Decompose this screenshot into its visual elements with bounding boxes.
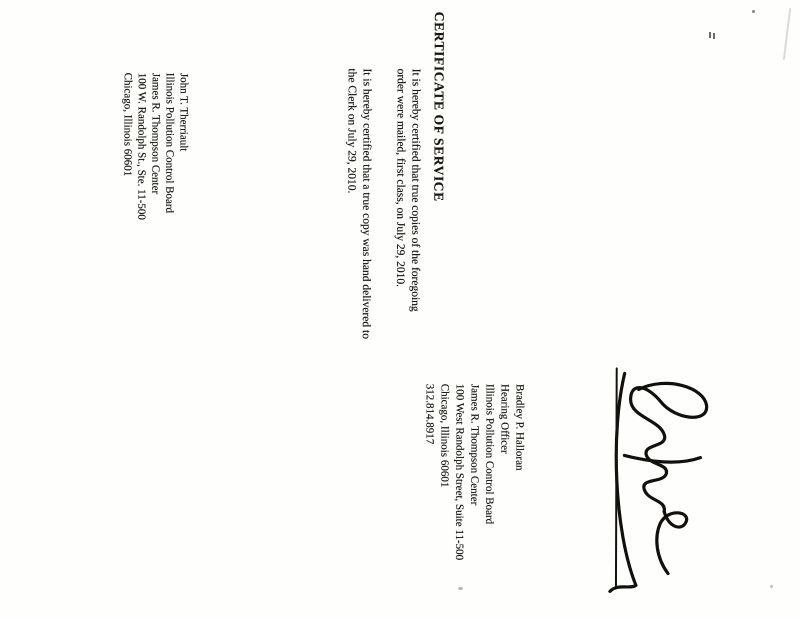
signer-street: 100 West Randolph Street, Suite 11-500 bbox=[453, 383, 466, 561]
signature-stroke bbox=[655, 509, 689, 576]
signer-building: James R. Thompson Center bbox=[468, 383, 481, 506]
handwritten-signature-icon bbox=[608, 371, 709, 593]
certification-paragraph-1-line-1: It is hereby certified that true copies … bbox=[408, 68, 422, 312]
certification-paragraph-1-line-2: order were mailed, first class, on July … bbox=[393, 68, 407, 288]
certification-paragraph-2-line-1: It is hereby certified that a true copy … bbox=[359, 68, 373, 339]
certificate-title: CERTIFICATE OF SERVICE bbox=[431, 11, 447, 202]
recipient-city: Chicago, Illinois 60601 bbox=[121, 72, 134, 177]
signer-title: Hearing Officer bbox=[498, 383, 511, 454]
certification-paragraph-2-line-2: the Clerk on July 29, 2010. bbox=[345, 68, 358, 194]
recipient-building: James R. Thompson Center bbox=[149, 72, 162, 195]
signer-city: Chicago, Illinois 60601 bbox=[438, 383, 451, 488]
recipient-street: 100 W. Randolph St., Ste. 11-500 bbox=[135, 72, 148, 220]
signature-stroke bbox=[608, 371, 638, 593]
recipient-name: John T. Therriault bbox=[177, 72, 190, 152]
signer-phone: 312.814.8917 bbox=[423, 383, 436, 445]
scan-artifact bbox=[458, 587, 463, 590]
signature-stroke bbox=[622, 453, 703, 464]
signer-name: Bradley P. Halloran bbox=[513, 384, 526, 471]
signature-stroke bbox=[629, 381, 709, 514]
scan-artifact bbox=[752, 10, 755, 13]
scan-artifact bbox=[709, 32, 711, 38]
scan-artifact bbox=[770, 585, 773, 588]
signer-org: Illinois Pollution Control Board bbox=[483, 383, 496, 525]
recipient-org: Illinois Pollution Control Board bbox=[163, 72, 176, 214]
